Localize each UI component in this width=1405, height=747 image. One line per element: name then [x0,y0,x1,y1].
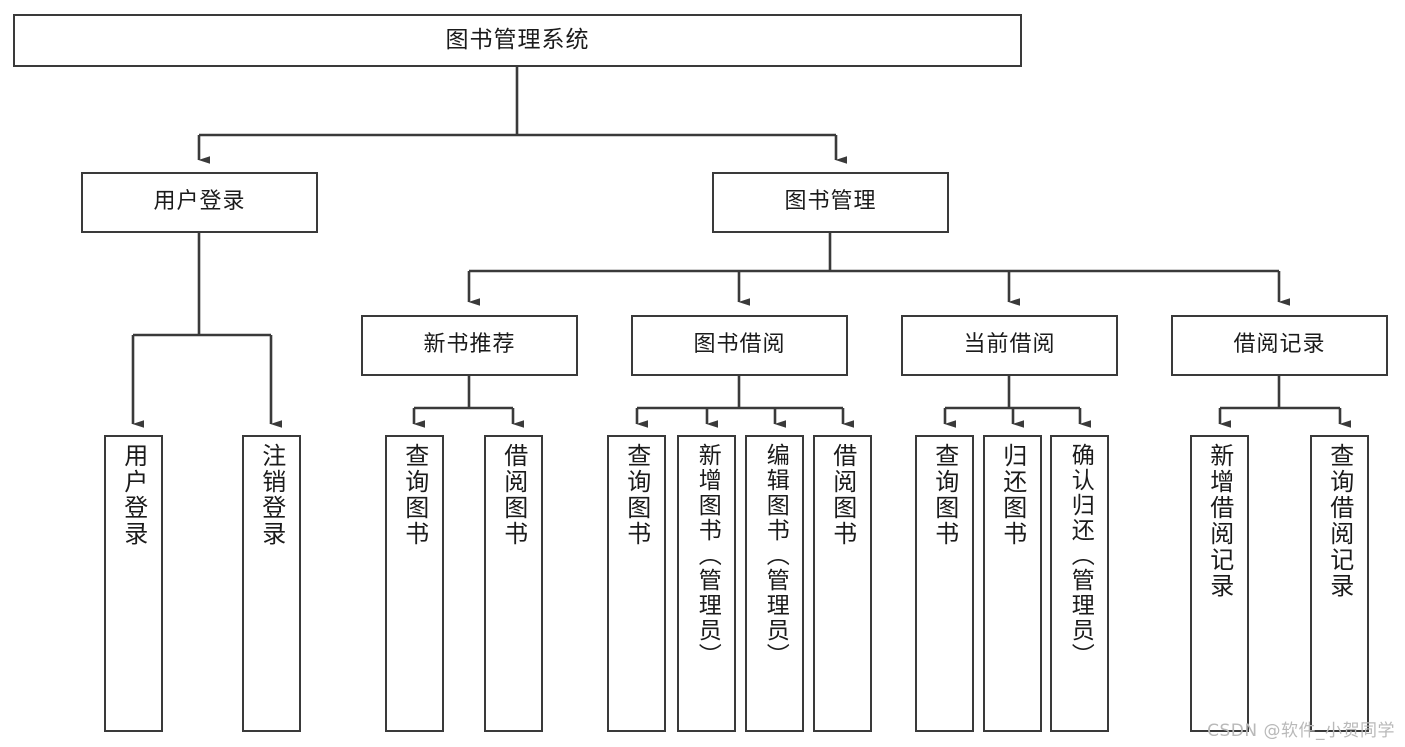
leaf-borrow-book[interactable]: 借阅图书 [813,435,872,732]
node-book-manage[interactable]: 图书管理 [712,172,949,233]
node-label: 借阅图书 [828,443,857,547]
node-label: 确认归还（管理员） [1067,443,1094,668]
node-label: 图书管理系统 [445,26,590,53]
leaf-add-book-admin[interactable]: 新增图书（管理员） [677,435,736,732]
leaf-query-book-borrow[interactable]: 查询图书 [607,435,666,732]
node-label: 新增图书（管理员） [694,443,721,668]
node-label: 图书借阅 [693,332,786,358]
leaf-add-borrow-record[interactable]: 新增借阅记录 [1190,435,1249,732]
node-label: 当前借阅 [963,332,1056,358]
node-label: 查询图书 [930,443,959,547]
node-user-login[interactable]: 用户登录 [81,172,318,233]
leaf-query-book-rec[interactable]: 查询图书 [385,435,444,732]
node-label: 注销登录 [257,443,286,547]
node-label: 用户登录 [153,189,246,215]
node-root-system[interactable]: 图书管理系统 [13,14,1022,67]
node-label: 新书推荐 [423,332,516,358]
leaf-user-login[interactable]: 用户登录 [104,435,163,732]
leaf-logout-login[interactable]: 注销登录 [242,435,301,732]
node-label: 查询图书 [622,443,651,547]
leaf-return-book[interactable]: 归还图书 [983,435,1042,732]
node-label: 编辑图书（管理员） [762,443,789,668]
node-label: 借阅图书 [499,443,528,547]
node-label: 查询图书 [400,443,429,547]
leaf-query-borrow-record[interactable]: 查询借阅记录 [1310,435,1369,732]
node-label: 用户登录 [119,443,148,547]
node-label: 图书管理 [784,189,877,215]
leaf-edit-book-admin[interactable]: 编辑图书（管理员） [745,435,804,732]
node-label: 查询借阅记录 [1325,443,1354,599]
node-borrow-record[interactable]: 借阅记录 [1171,315,1388,376]
leaf-confirm-return-admin[interactable]: 确认归还（管理员） [1050,435,1109,732]
node-new-book-rec[interactable]: 新书推荐 [361,315,578,376]
node-label: 借阅记录 [1233,332,1326,358]
node-current-borrow[interactable]: 当前借阅 [901,315,1118,376]
node-book-borrow[interactable]: 图书借阅 [631,315,848,376]
leaf-query-book-current[interactable]: 查询图书 [915,435,974,732]
node-label: 归还图书 [998,443,1027,547]
node-label: 新增借阅记录 [1205,443,1234,599]
leaf-borrow-book-rec[interactable]: 借阅图书 [484,435,543,732]
